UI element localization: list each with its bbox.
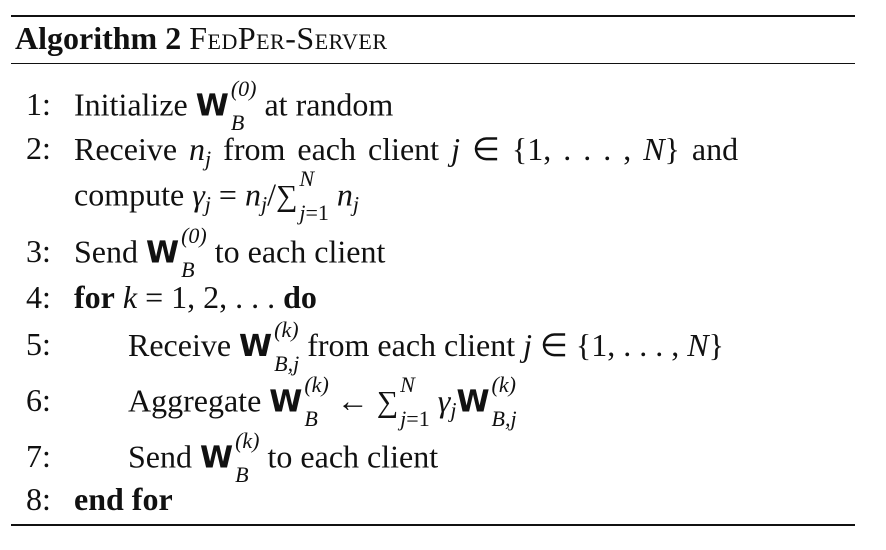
subscript: j xyxy=(204,191,211,217)
subscript: B,j xyxy=(274,350,300,376)
keyword-end-for: end for xyxy=(74,481,173,517)
subscript: B xyxy=(304,406,318,431)
keyword-receive: Receive xyxy=(128,327,232,363)
weight-symbol: W xyxy=(456,384,490,420)
subscript: j xyxy=(260,191,268,217)
line-number: 7: xyxy=(26,438,51,474)
line-body: for k = 1, 2, . . . do xyxy=(74,279,317,315)
bottom-rule xyxy=(11,524,855,526)
weight-symbol: W xyxy=(269,384,303,420)
weight-indices: (k) B,j xyxy=(492,374,517,430)
math-k: k xyxy=(122,279,138,315)
weight-symbol: W xyxy=(195,88,229,124)
line-number: 4: xyxy=(26,279,51,315)
subscript: B,j xyxy=(491,406,517,431)
math-N: N xyxy=(687,327,709,363)
line-body: Receive nj from each client j ∈ {1, . . … xyxy=(74,131,739,171)
keyword-receive: Receive xyxy=(74,131,178,167)
keyword-for: for xyxy=(74,279,115,315)
text-from-each-client: from each client xyxy=(307,327,516,363)
keyword-send: Send xyxy=(128,438,192,475)
math-gamma: γ xyxy=(437,382,451,419)
keyword-aggregate: Aggregate xyxy=(128,382,262,419)
subscript: B xyxy=(235,462,249,487)
title-rule xyxy=(11,63,855,64)
line-number: 6: xyxy=(26,382,51,418)
math-j: j xyxy=(451,131,460,167)
subscript: j xyxy=(205,146,212,171)
line-body: Send W(0) B to each client xyxy=(74,225,386,281)
superscript: N xyxy=(299,166,315,191)
weight-indices: (k) B xyxy=(304,374,328,430)
line-body: Initialize W(0) B at random xyxy=(74,78,394,134)
text-compute: compute xyxy=(74,176,185,213)
line-body: end for xyxy=(74,481,173,518)
weight-symbol: W xyxy=(239,329,273,364)
line-body: Receive W(k)B,j from each client j ∈ {1,… xyxy=(128,316,724,376)
subscript: j xyxy=(450,397,457,423)
subscript: B xyxy=(181,257,195,282)
sum-symbol: ∑ xyxy=(376,385,399,419)
math-n: n xyxy=(244,176,261,213)
line-number: 2: xyxy=(26,130,51,166)
subscript: j=1 xyxy=(400,406,430,431)
text-at-random: at random xyxy=(264,86,394,123)
text-from-each-client: from each client xyxy=(223,131,440,167)
subscript: j xyxy=(352,191,360,217)
keyword-send: Send xyxy=(74,233,138,270)
weight-indices: (0) B xyxy=(181,225,207,281)
weight-indices: (k) B xyxy=(235,430,259,486)
line-number: 1: xyxy=(26,86,51,122)
superscript: (k) xyxy=(235,428,260,453)
keyword-do: do xyxy=(283,279,317,315)
math-j: j xyxy=(523,327,532,363)
algorithm-label: Algorithm 2 xyxy=(15,20,182,56)
line-body: Send W(k) B to each client xyxy=(128,430,439,486)
subscript: j=1 xyxy=(299,200,329,225)
keyword-initialize: Initialize xyxy=(74,86,188,123)
line-number: 8: xyxy=(26,481,51,517)
superscript: (k) xyxy=(274,316,299,342)
math-n: n xyxy=(189,131,206,167)
line-number: 5: xyxy=(26,326,51,362)
weight-symbol: W xyxy=(146,235,180,271)
superscript: (0) xyxy=(181,223,207,248)
math-N: N xyxy=(643,131,665,167)
line-number: 3: xyxy=(26,233,51,269)
superscript: (k) xyxy=(491,372,516,397)
sum-symbol: ∑ xyxy=(275,179,298,213)
math-n: n xyxy=(336,176,353,213)
subscript: B xyxy=(230,110,245,135)
weight-indices: (k) B,j xyxy=(274,318,299,374)
text-and: and xyxy=(691,131,739,167)
algorithm-name: FedPer-Server xyxy=(189,20,388,56)
weight-symbol: W xyxy=(200,440,234,476)
superscript: N xyxy=(400,372,415,397)
top-rule xyxy=(11,15,855,17)
algorithm-title: Algorithm 2 FedPer-Server xyxy=(15,18,388,58)
math-gamma: γ xyxy=(192,176,205,213)
text-to-each-client: to each client xyxy=(214,233,386,270)
weight-indices: (0) B xyxy=(231,78,257,134)
superscript: (k) xyxy=(304,372,329,397)
text-to-each-client: to each client xyxy=(267,438,439,475)
superscript: (0) xyxy=(230,76,257,101)
